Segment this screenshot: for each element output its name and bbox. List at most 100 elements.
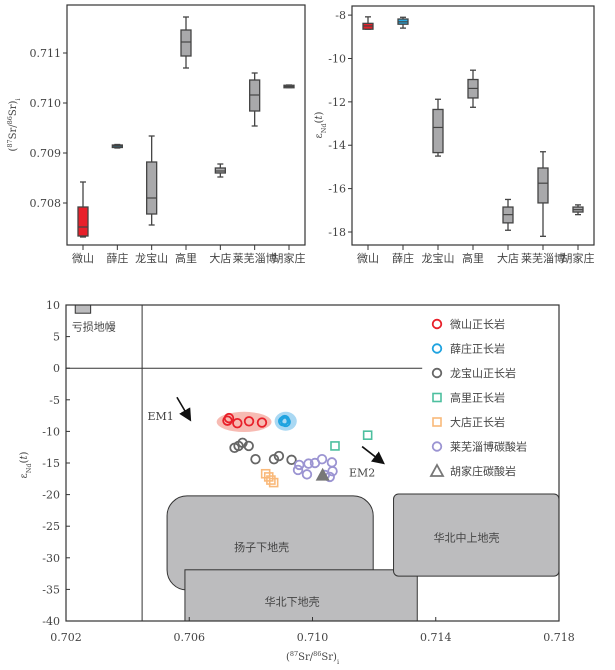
legend-marker-icon: [431, 367, 443, 379]
box-iqr: [537, 167, 549, 204]
data-point: [268, 477, 279, 488]
category-label: 薛庄: [106, 251, 128, 265]
data-point: [294, 459, 305, 471]
data-point: [243, 440, 254, 452]
category-label: 高里: [462, 251, 484, 265]
y-axis-label-part: Nd: [320, 123, 328, 133]
legend-marker-icon: [432, 417, 442, 427]
y-axis-label: (87Sr/86Sr)i: [6, 98, 22, 151]
legend-marker-icon: [431, 318, 443, 330]
series-1: [222, 412, 268, 429]
y-tick-label: -30: [42, 552, 60, 565]
box-iqr: [77, 206, 89, 237]
y-axis-label-part: Sr/: [8, 124, 19, 140]
y-tick-label: 0.708: [30, 197, 62, 210]
legend-item: 莱芜淄博碳酸岩: [431, 440, 527, 454]
x-axis-label-part: Sr): [321, 652, 337, 663]
y-tick-label: 0.709: [30, 147, 62, 160]
data-point: [315, 467, 330, 481]
x-tick-label: 0.702: [50, 631, 82, 644]
x-axis-label-part: (: [286, 652, 290, 663]
y-axis-label-part: (: [8, 148, 19, 152]
arrow-icon: [176, 396, 192, 422]
legend-label: 高里正长岩: [450, 391, 505, 405]
series-3: [229, 437, 297, 466]
y-axis-label-part: ): [314, 111, 325, 115]
category-label: 莱芜淄博: [521, 251, 565, 265]
series-2: [278, 414, 291, 428]
data-point: [256, 417, 268, 428]
x-tick-label: 0.714: [420, 631, 452, 644]
y-tick-label: -8: [335, 9, 346, 22]
y-tick-label: -20: [42, 489, 60, 502]
y-tick-label: 10: [46, 299, 60, 312]
y-tick-label: 0.711: [30, 47, 62, 60]
y-tick-label: -10: [42, 425, 60, 438]
y-tick-label: -40: [42, 615, 60, 628]
region-label: 华北下地壳: [265, 594, 320, 608]
box-1: [362, 16, 374, 30]
y-tick-label: -25: [42, 520, 60, 533]
box-chart-2: -8-10-12-14-16-18微山薛庄龙宝山高里大店莱芜淄博胡家庄εNd(t…: [314, 5, 595, 265]
legend-label: 莱芜淄博碳酸岩: [450, 440, 527, 454]
data-point: [316, 454, 328, 465]
y-tick-label: 0: [53, 362, 60, 375]
category-label: 胡家庄: [562, 251, 595, 265]
legend-item: 薛庄正长岩: [431, 342, 505, 356]
category-label: 龙宝山: [422, 251, 455, 265]
y-tick-label: -14: [328, 139, 346, 152]
legend-item: 高里正长岩: [432, 391, 505, 405]
data-point: [286, 454, 297, 466]
legend-marker-icon: [429, 463, 445, 477]
legend-label: 微山正长岩: [450, 317, 505, 331]
box-iqr: [432, 108, 444, 154]
data-point: [273, 450, 285, 462]
box-5: [214, 163, 226, 178]
box-7: [283, 84, 295, 89]
region-label: 扬子下地壳: [234, 540, 289, 554]
box-7: [572, 204, 584, 216]
y-axis-label-part: (: [314, 119, 325, 123]
x-tick-label: 0.710: [297, 631, 329, 644]
region-box: [74, 304, 92, 314]
category-label: 微山: [72, 251, 94, 265]
category-label: 微山: [357, 251, 379, 265]
y-tick-label: -5: [49, 394, 60, 407]
legend-item: 胡家庄碳酸岩: [429, 463, 516, 478]
plot-frame: [351, 5, 595, 246]
data-point: [250, 454, 261, 465]
box-iqr: [146, 161, 158, 215]
legend-label: 大店正长岩: [450, 415, 505, 429]
box-1: [77, 181, 89, 238]
x-axis-label-part: i: [337, 658, 339, 666]
legend-marker-icon: [431, 343, 443, 354]
y-tick-label: -12: [328, 96, 346, 109]
box-3: [432, 98, 444, 157]
annotation-label: EM1: [147, 410, 173, 423]
annotation-label: EM2: [349, 466, 375, 479]
box-4: [467, 69, 479, 108]
series-6: [292, 454, 338, 483]
y-axis-label-part: Nd: [25, 463, 33, 473]
legend-item: 大店正长岩: [432, 415, 505, 429]
y-tick-label: -10: [328, 52, 346, 65]
y-axis-label-part: ε: [19, 473, 30, 478]
y-axis-label-part: 87: [6, 139, 14, 147]
box-2: [111, 143, 123, 149]
scatter-chart: 亏损地幔扬子下地壳华北下地壳华北中上地壳1050-5-10-15-20-25-3…: [19, 299, 575, 666]
category-label: 龙宝山: [135, 251, 168, 265]
region-box: [184, 569, 418, 622]
box-iqr: [180, 29, 192, 57]
legend-label: 龙宝山正长岩: [450, 366, 516, 380]
box-2: [397, 16, 409, 29]
series-5: [260, 468, 279, 488]
data-point: [223, 412, 235, 424]
y-axis-label-part: i: [14, 98, 22, 100]
y-tick-label: 0.710: [30, 97, 62, 110]
y-tick-label: -35: [42, 583, 60, 596]
series-7: [315, 467, 330, 481]
data-point: [301, 469, 313, 480]
data-point: [362, 430, 373, 440]
legend-marker-icon: [432, 392, 442, 403]
